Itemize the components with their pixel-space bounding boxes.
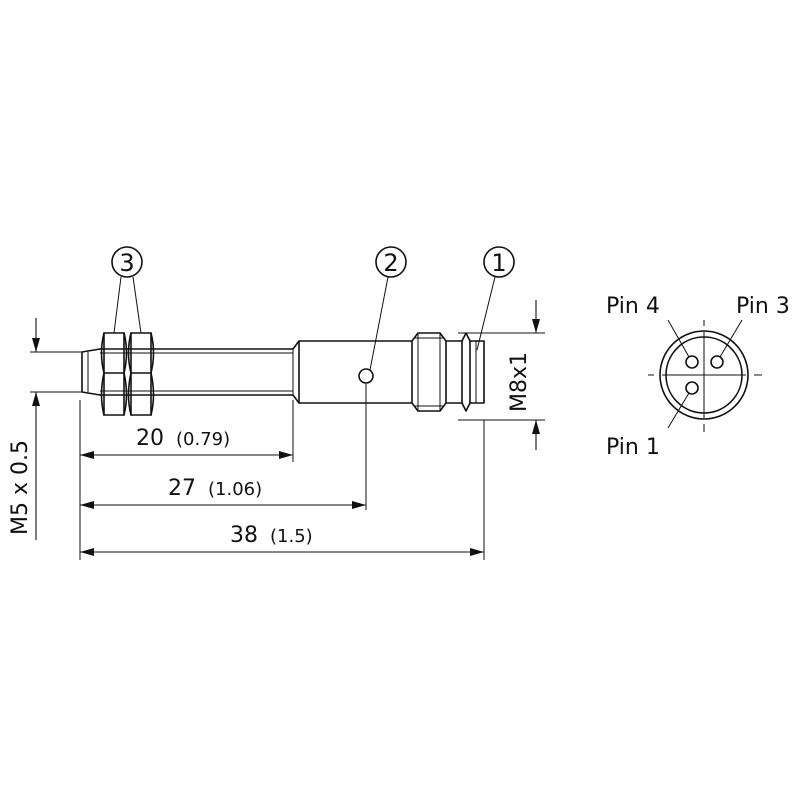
hex-nut-1 xyxy=(100,332,128,416)
pin-4 xyxy=(685,355,699,369)
thread-front-label: M5 x 0.5 xyxy=(8,440,33,535)
dim-27-inch: (1.06) xyxy=(208,479,262,500)
pin-3 xyxy=(710,355,724,369)
callout-3-label: 3 xyxy=(119,249,134,277)
connector-inner-ring xyxy=(665,336,743,414)
led-indicator xyxy=(358,368,374,384)
dim-38-inch: (1.5) xyxy=(270,526,313,547)
pin-1-label: Pin 1 xyxy=(606,435,660,460)
dimension-lines xyxy=(30,300,545,560)
hex-nut-2 xyxy=(127,332,155,416)
connector-outer-ring xyxy=(659,330,749,420)
dim-20-inch: (0.79) xyxy=(176,429,230,450)
pin-1 xyxy=(685,381,699,395)
pin-3-label: Pin 3 xyxy=(736,294,790,319)
dim-20-value: 20 xyxy=(136,426,164,451)
callout-2: 2 xyxy=(369,246,407,371)
dim-38-value: 38 xyxy=(230,523,258,548)
dim-27-value: 27 xyxy=(168,476,196,501)
sensor-body xyxy=(81,332,485,416)
callout-2-label: 2 xyxy=(383,249,398,277)
callout-1: 1 xyxy=(476,246,515,351)
callout-3: 3 xyxy=(111,246,143,334)
thread-connector-label: M8x1 xyxy=(507,352,532,412)
connector-pinout xyxy=(648,319,762,432)
callout-1-label: 1 xyxy=(491,249,506,277)
pin-4-label: Pin 4 xyxy=(606,294,660,319)
